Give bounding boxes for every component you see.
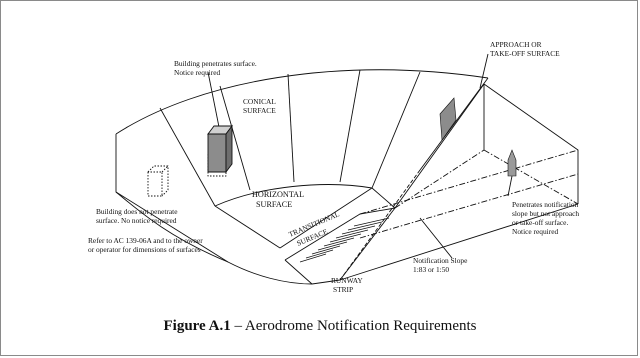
conical-ruling-5 (371, 71, 421, 189)
not-penetrate-label-line2: surface. No notice required (96, 216, 177, 225)
runway-label-line2: STRIP (333, 285, 353, 294)
horizontal-label-line2: SURFACE (256, 200, 292, 209)
notif-penetrates-label-line2: slope but not approach (512, 209, 579, 218)
approach-surface-label-line1: APPROACH OR (490, 40, 542, 49)
transitional-upper (279, 187, 396, 249)
approach-near-edge (394, 83, 485, 209)
conical-ruling-2 (219, 85, 251, 191)
conical-ruling-1 (159, 107, 216, 207)
notification-slope-dash-3 (394, 149, 485, 209)
conical-ruling-3 (287, 73, 295, 183)
refer-label-line2: or operator for dimensions of surfaces (88, 245, 201, 254)
leader-building-penetrates (207, 71, 221, 133)
conical-right-edge (419, 77, 489, 171)
leader-notif-slope-penetrates (507, 175, 513, 197)
notification-slope-dash-2 (359, 173, 579, 239)
notification-slope-dash-1 (359, 149, 579, 215)
conical-shaded-wall (439, 97, 457, 141)
figure-title: Aerodrome Notification Requirements (244, 318, 477, 334)
figure-number: Figure A.1 (163, 318, 231, 334)
conical-label-line2: SURFACE (243, 106, 276, 115)
conical-label-line1: CONICAL (243, 97, 276, 106)
leader-notification-slope (419, 217, 453, 259)
refer-label-line1: Refer to AC 139-06A and to the owner (88, 236, 203, 245)
runway-hatching (299, 217, 390, 263)
approach-obstacle (507, 149, 517, 177)
building-penetrating (207, 124, 233, 174)
conical-ruling-4 (339, 69, 361, 183)
runway-label-line1: RUNWAY (331, 276, 363, 285)
building-penetrates-label-line1: Building penetrates surface. (174, 59, 257, 68)
base-curve (115, 191, 313, 285)
horizontal-surface-edge (214, 184, 373, 207)
building-dotted-outline (147, 165, 169, 197)
not-penetrate-label-line1: Building does not penetrate (96, 207, 178, 216)
conical-outer-edge (115, 69, 489, 135)
horizontal-label-line1: HORIZONTAL (252, 190, 304, 199)
approach-surface-label-line2: TAKE-OFF SURFACE (490, 49, 560, 58)
notification-slope-dash-4 (483, 149, 579, 205)
figure-caption: Figure A.1 – Aerodrome Notification Requ… (0, 318, 640, 335)
notification-slope-label-line1: Notification Slope (413, 256, 468, 265)
notif-penetrates-label-line4: Notice required (512, 227, 558, 236)
horizontal-left-edge (214, 205, 281, 249)
transitional-lower (284, 259, 313, 285)
notification-slope-label-line2: 1:83 or 1:50 (413, 265, 449, 274)
notification-slope-dash-5 (339, 169, 421, 281)
notif-penetrates-label-line1: Penetrates notification (512, 200, 579, 209)
caption-separator: – (230, 318, 245, 334)
notif-penetrates-label-line3: or take-off surface. (512, 218, 568, 227)
approach-top (483, 83, 579, 204)
approach-far-edge (339, 203, 579, 281)
leader-approach (479, 53, 489, 89)
building-penetrates-label-line2: Notice required (174, 68, 220, 77)
